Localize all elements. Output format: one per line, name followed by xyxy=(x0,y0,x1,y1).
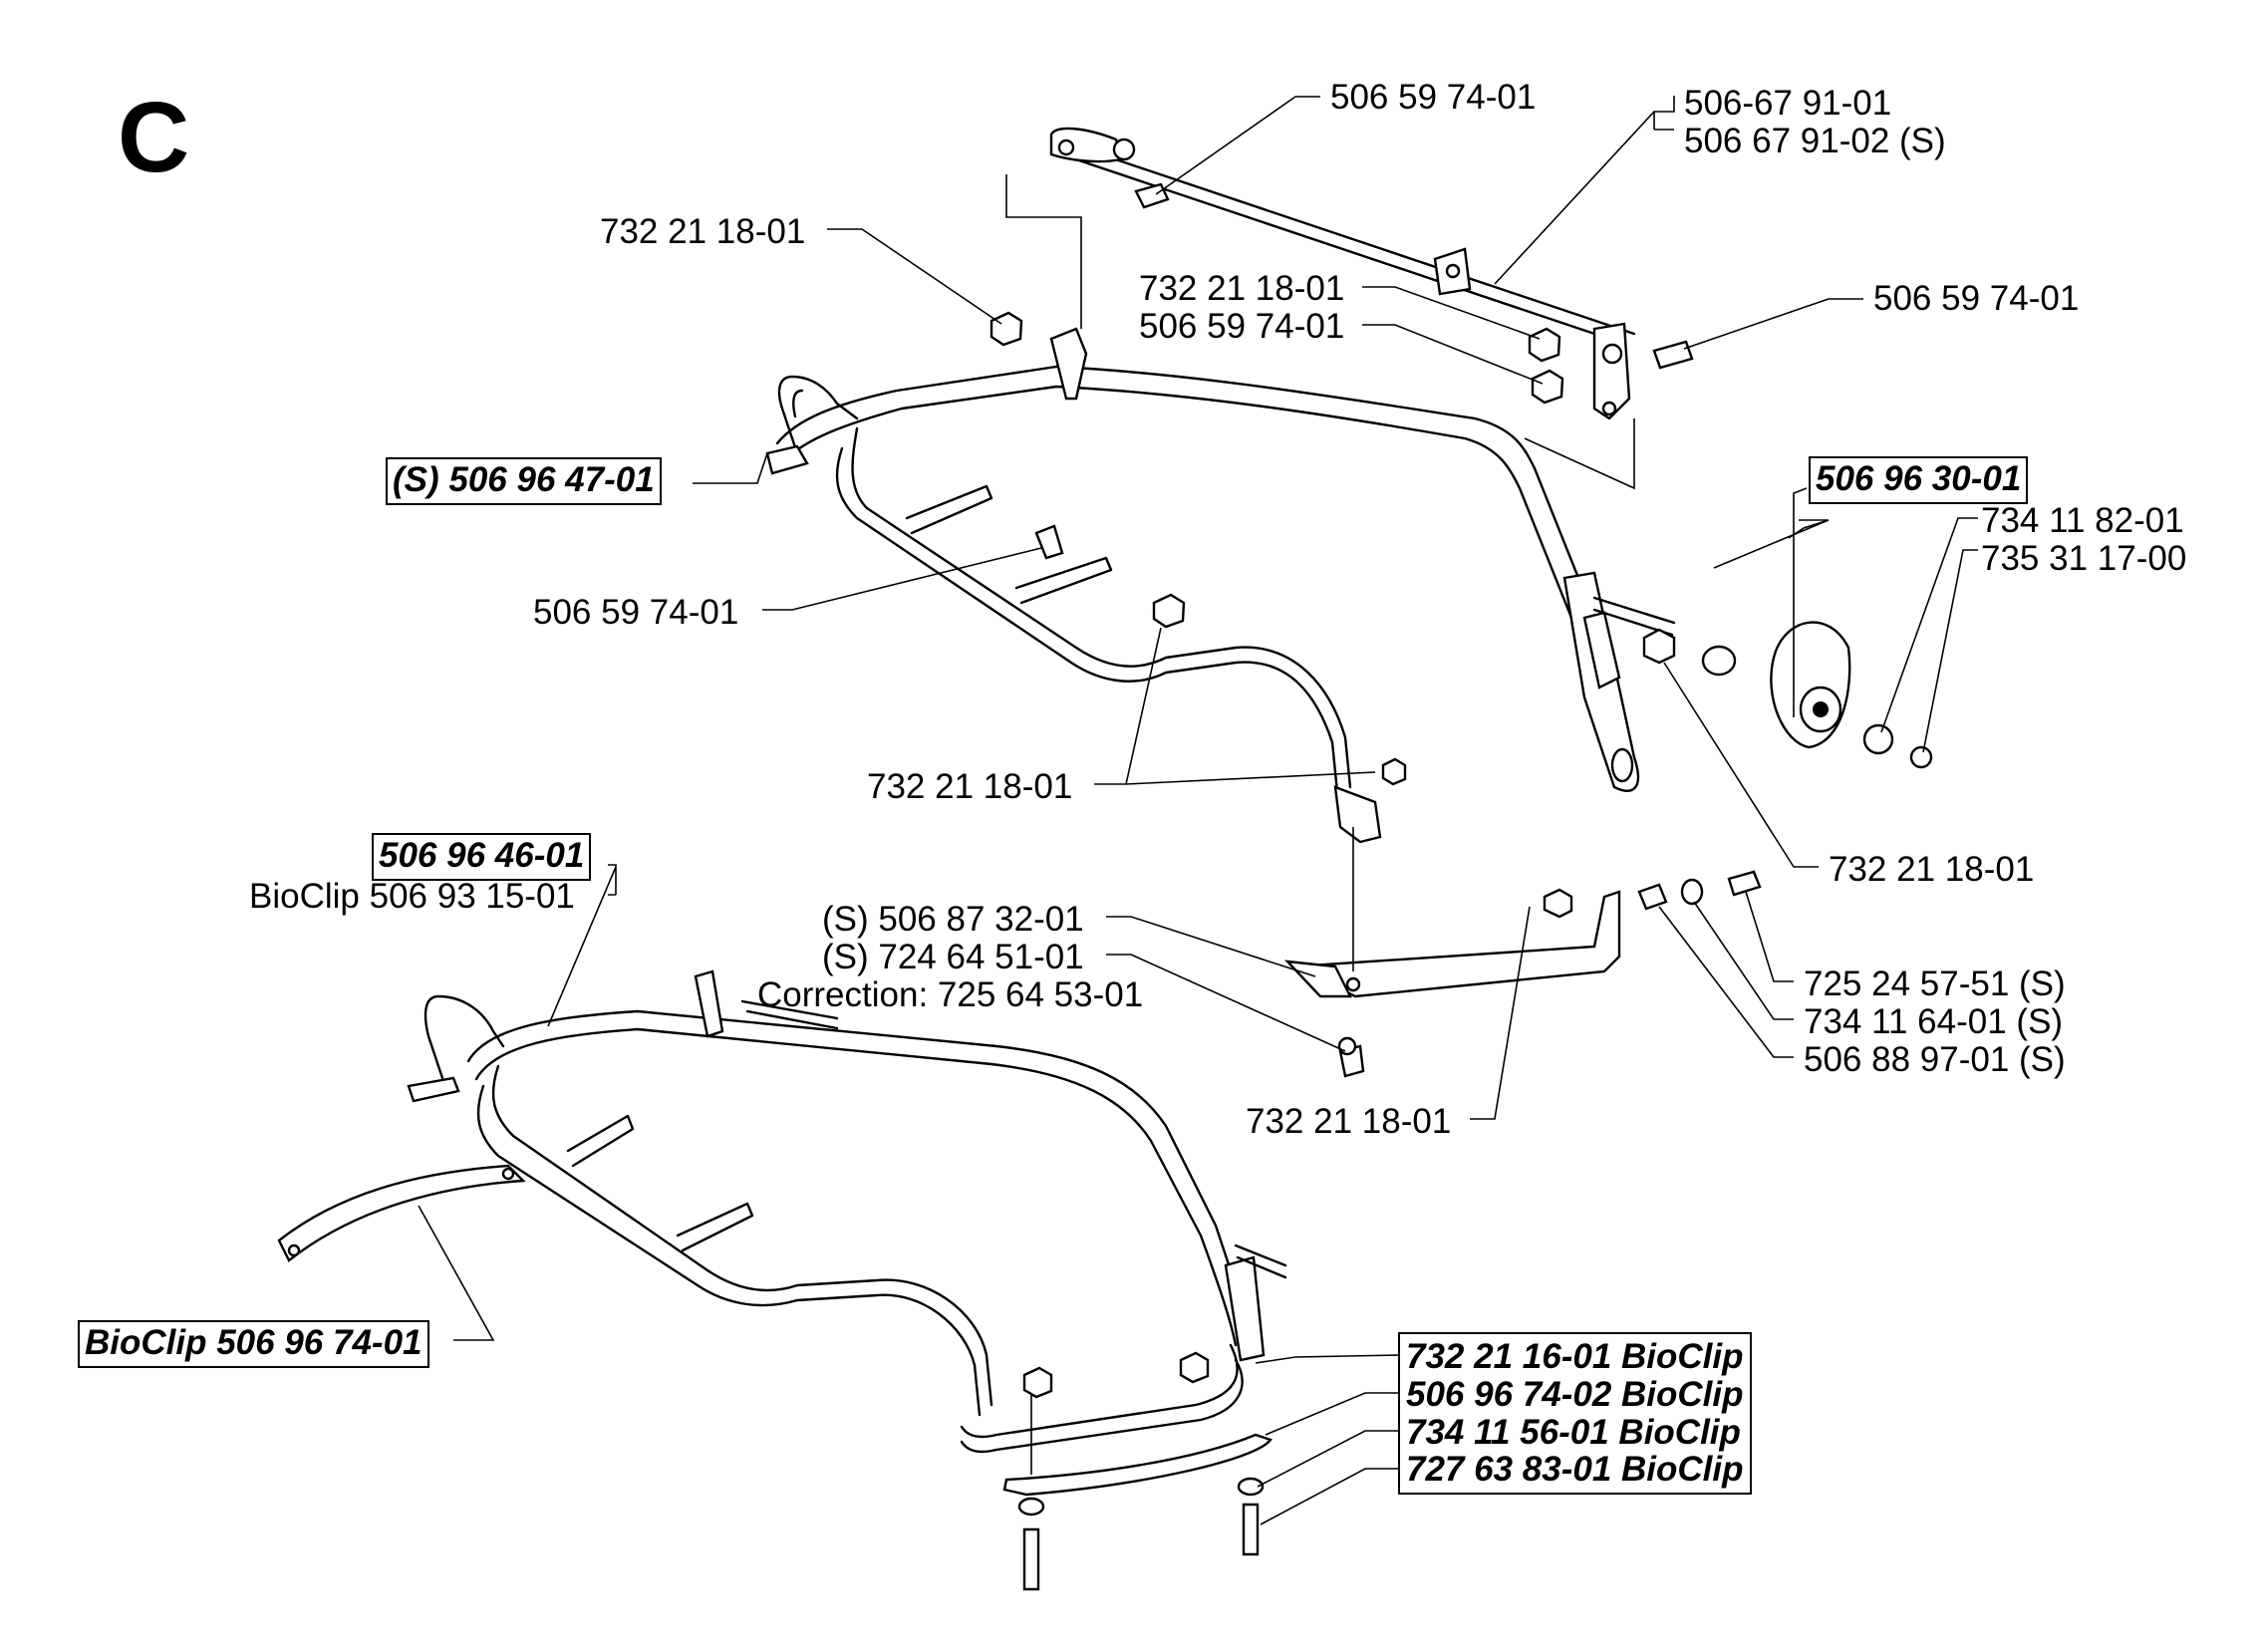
bioclip-item-1: 732 21 16-01 BioClip xyxy=(1406,1337,1744,1376)
label-frame-nuts: 732 21 18-01 xyxy=(867,767,1073,806)
label-upper-mid-bolt: 506 59 74-01 xyxy=(1139,307,1345,346)
label-top-bolt: 506 59 74-01 xyxy=(1330,78,1537,117)
label-bracket-spacer: 506 88 97-01 (S) xyxy=(1804,1040,2066,1079)
top-rod-drawing xyxy=(989,127,1694,786)
label-bioclip-strap: BioClip 506 96 74-01 xyxy=(78,1320,429,1368)
label-bracket: (S) 506 87 32-01 xyxy=(822,900,1084,939)
middle-bracket-drawing xyxy=(1283,827,1762,1078)
bioclip-item-2: 506 96 74-02 BioClip xyxy=(1406,1374,1744,1414)
label-upper-mid-nut: 732 21 18-01 xyxy=(1139,269,1345,308)
label-wheel-nut: 732 21 18-01 xyxy=(1829,850,2035,889)
label-bracket-screw: (S) 724 64 51-01 xyxy=(822,938,1084,976)
label-bracket-bolt: 725 24 57-51 (S) xyxy=(1804,964,2066,1003)
label-right-bolt: 506 59 74-01 xyxy=(1873,279,2080,318)
wheel-drawing xyxy=(1642,621,1933,769)
label-bracket-washer: 734 11 64-01 (S) xyxy=(1804,1002,2064,1041)
label-top-rod-2: 506 67 91-02 (S) xyxy=(1684,122,1946,160)
bioclip-item-3: 734 11 56-01 BioClip xyxy=(1406,1412,1741,1452)
section-letter: C xyxy=(118,82,190,193)
label-upper-left-nut: 732 21 18-01 xyxy=(600,212,806,251)
label-bioclip-kit: BioClip 506 93 15-01 xyxy=(249,877,575,916)
label-wheel-assy: 506 96 30-01 xyxy=(1809,456,2029,504)
lower-frame-drawing xyxy=(277,969,1287,1591)
label-frame-bolt: 506 59 74-01 xyxy=(533,593,739,632)
leader-lines xyxy=(418,96,1978,1525)
upper-frame-drawing xyxy=(765,174,1676,844)
label-wheel-clip: 735 31 17-00 xyxy=(1981,539,2187,578)
label-correction: Correction: 725 64 53-01 xyxy=(757,975,1144,1014)
label-bracket-nut: 732 21 18-01 xyxy=(1246,1102,1452,1141)
label-wheel-bushing: 734 11 82-01 xyxy=(1981,501,2184,540)
label-lower-frame-assy: 506 96 46-01 xyxy=(372,833,592,881)
bioclip-item-4: 727 63 83-01 BioClip xyxy=(1406,1450,1744,1490)
label-upper-frame-assy: (S) 506 96 47-01 xyxy=(386,457,662,505)
bioclip-parts-list: 732 21 16-01 BioClip 506 96 74-02 BioCli… xyxy=(1398,1332,1752,1496)
label-top-rod-1: 506-67 91-01 xyxy=(1684,84,1892,123)
